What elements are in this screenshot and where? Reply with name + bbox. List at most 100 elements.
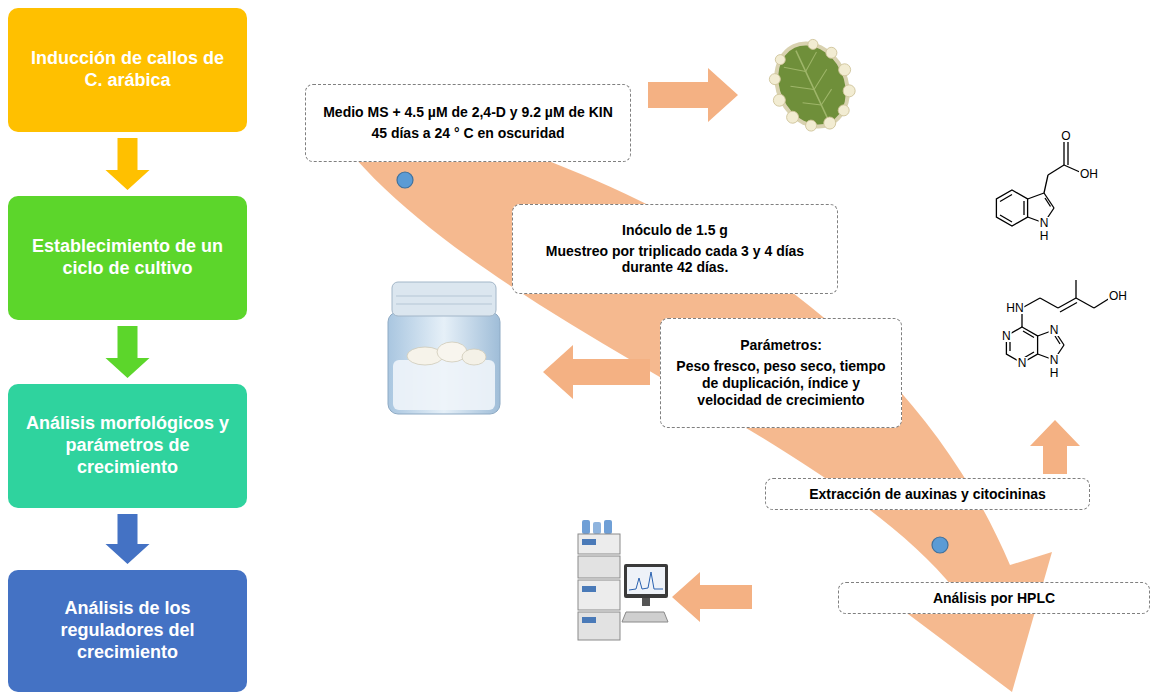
stage-box: Establecimiento de un ciclo de cultivo (8, 196, 247, 320)
illustration-part (578, 580, 620, 610)
illustration-part (809, 69, 833, 89)
illustration-part (1058, 298, 1076, 308)
illustration-part (582, 586, 596, 592)
box-heading: Inducción de callos de C. arábica (20, 48, 235, 92)
illustration-part (629, 572, 663, 590)
illustration-part (396, 296, 492, 297)
illustration-part (393, 360, 495, 410)
illustration-part (642, 598, 650, 606)
block-arrow-right (648, 68, 738, 122)
illustration-part (1048, 165, 1064, 175)
illustration-part (578, 534, 620, 554)
step-dot (932, 537, 948, 553)
dashed-note-box: Medio MS + 4.5 µM de 2,4-D y 9.2 µM de K… (305, 84, 631, 162)
illustration-part (768, 72, 783, 87)
atom-label: N (1001, 330, 1012, 342)
illustration-part (1067, 140, 1068, 165)
illustration-part (578, 556, 620, 578)
atom-label: N (1049, 324, 1060, 336)
illustration-part (392, 282, 496, 316)
block-arrow-left (672, 572, 752, 622)
illustration-part (804, 118, 819, 133)
illustration-part (824, 45, 839, 60)
dashed-note-box: Extracción de auxinas y citocininas (765, 478, 1090, 510)
atom-label: OH (1079, 168, 1099, 180)
illustration-part (578, 612, 620, 640)
illustration-part (582, 539, 596, 545)
illustration-part (803, 96, 822, 112)
illustration-part (582, 520, 590, 534)
block-arrow-connector (106, 138, 150, 190)
illustration-part (1045, 198, 1051, 207)
box-heading: Medio MS + 4.5 µM de 2,4-D y 9.2 µM de K… (323, 104, 613, 121)
dashed-note-box: Parámetros: Peso fresco, peso seco, tiemp… (660, 318, 902, 428)
atom-label: N (1017, 357, 1028, 369)
illustration-part (785, 109, 801, 125)
illustration-part (1040, 298, 1058, 308)
culture-jar-picture (388, 282, 500, 414)
atom-label: N (1039, 217, 1050, 229)
illustration-part (774, 53, 787, 66)
illustration-part (1000, 215, 1012, 222)
cytokinin-structure (1006, 280, 1110, 363)
illustration-part (604, 520, 612, 534)
illustration-part (996, 190, 1027, 226)
illustration-part (388, 312, 500, 414)
box-heading: Análisis de los reguladores del crecimie… (20, 598, 235, 664)
illustration-part (784, 60, 806, 79)
illustration-part (837, 62, 853, 78)
illustration-part (462, 349, 486, 365)
illustration-part (1023, 331, 1034, 338)
illustration-part (1060, 303, 1077, 313)
illustration-part (627, 567, 665, 594)
atom-label: OH (1108, 290, 1128, 302)
illustration-part (841, 83, 857, 99)
block-arrow-connector (106, 326, 150, 378)
box-heading: Análisis por HPLC (933, 590, 1055, 607)
illustration-part (796, 51, 828, 120)
stage-box: Inducción de callos de C. arábica (8, 8, 247, 132)
illustration-part (396, 304, 492, 305)
stage-box: Análisis de los reguladores del crecimie… (8, 570, 247, 692)
step-dot (397, 172, 413, 188)
illustration-part (1075, 280, 1076, 298)
leaf-callus-picture (755, 26, 870, 146)
atom-label: N (1049, 354, 1060, 366)
illustration-part (624, 564, 668, 598)
box-heading: Extracción de auxinas y citocininas (809, 486, 1046, 503)
illustration-part (836, 103, 851, 118)
box-text: Peso fresco, peso seco, tiempo de duplic… (671, 358, 891, 408)
illustration-part (760, 29, 863, 141)
box-heading: Parámetros: (740, 337, 822, 354)
atom-label: H (1039, 230, 1050, 242)
illustration-part (1044, 175, 1048, 193)
illustration-part (1000, 195, 1012, 202)
illustration-part (817, 89, 836, 105)
box-heading: Análisis morfológicos y parámetros de cr… (20, 413, 235, 479)
auxin-structure (996, 140, 1082, 226)
illustration-part (622, 612, 668, 622)
illustration-part (1063, 140, 1064, 165)
illustration-part (800, 52, 822, 71)
illustration-part (766, 34, 859, 135)
atom-label: HN (1005, 302, 1024, 314)
illustration-part (593, 522, 601, 534)
illustration-part (1055, 336, 1060, 344)
box-text: 45 días a 24 ° C en oscuridad (371, 125, 564, 142)
illustration-part (756, 30, 870, 147)
atom-label: O (1060, 130, 1071, 142)
box-text: Muestreo por triplicado cada 3 y 4 días … (523, 243, 827, 277)
illustration-part (1028, 193, 1044, 199)
box-heading: Establecimiento de un ciclo de cultivo (20, 236, 235, 280)
box-heading: Inóculo de 1.5 g (622, 222, 728, 239)
illustration-part (771, 92, 787, 108)
block-arrow-up (1030, 420, 1080, 474)
hplc-picture (578, 520, 668, 640)
illustration-part (790, 78, 814, 98)
dashed-note-box: Análisis por HPLC (838, 582, 1150, 614)
stage-box: Análisis morfológicos y parámetros de cr… (8, 384, 247, 508)
illustration-part (822, 115, 838, 131)
illustration-part (1023, 201, 1024, 215)
